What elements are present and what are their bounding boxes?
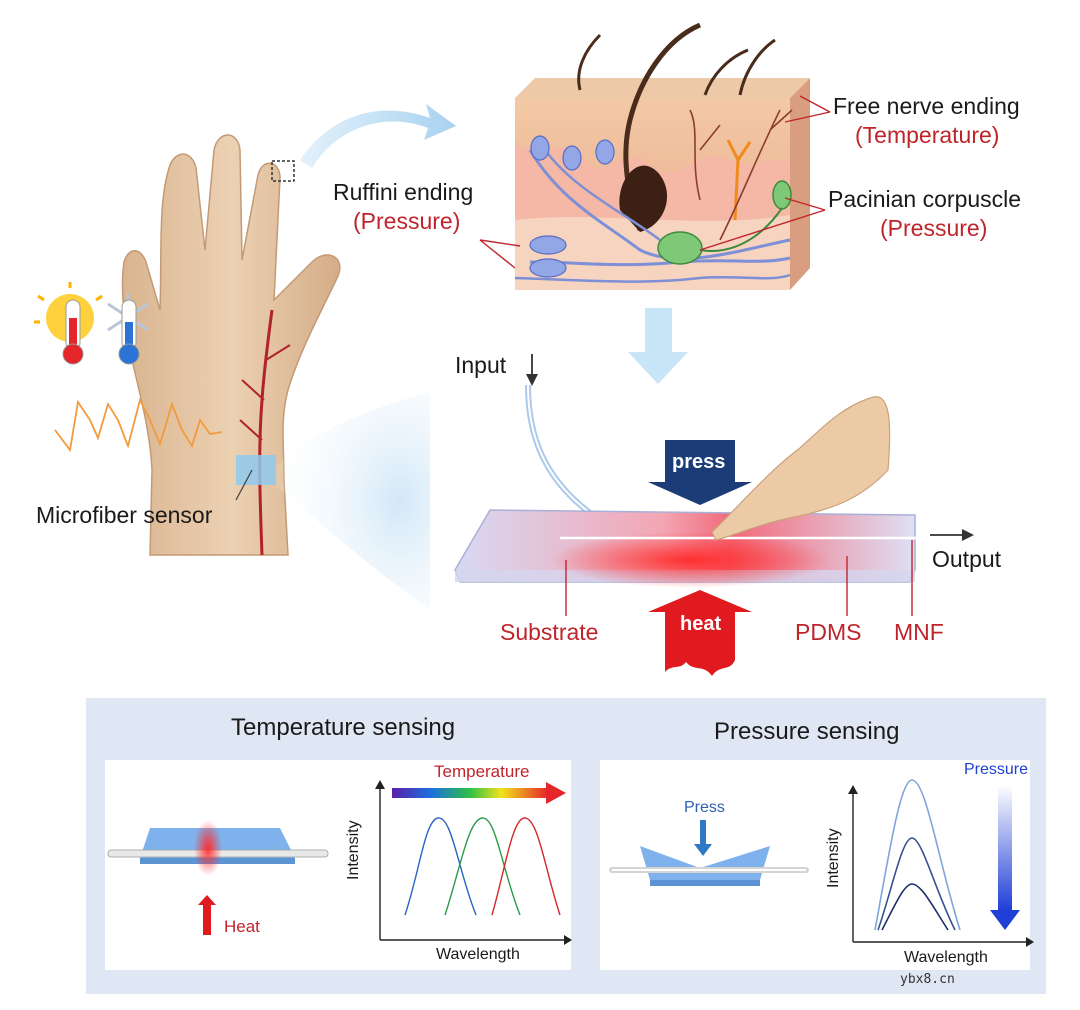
hand-illustration [121, 134, 341, 556]
zoom-arrow [300, 104, 456, 168]
temperature-arrow-label: Temperature [434, 762, 530, 781]
press-arrow-icon [648, 440, 752, 505]
cold-thermometer-icon [107, 294, 149, 365]
finger-illustration [711, 396, 891, 541]
heat-label: heat [680, 613, 722, 635]
pressure-xlabel: Wavelength [904, 949, 988, 966]
heat-arrow-icon [648, 590, 752, 676]
press-small-label: Press [684, 799, 725, 816]
pressure-arrow-label: Pressure [964, 761, 1029, 778]
free-nerve-ending-label: Free nerve ending [833, 93, 1020, 119]
signal-waveform [54, 397, 223, 453]
pacinian-corpuscle-label: Pacinian corpuscle [828, 186, 1022, 212]
free-nerve-ending-sublabel: (Temperature) [855, 122, 1000, 148]
pacinian-corpuscle-sublabel: (Pressure) [880, 215, 988, 241]
substrate-label: Substrate [500, 619, 599, 645]
mnf-device [454, 354, 974, 588]
microfiber-sensor-label: Microfiber sensor [36, 502, 213, 528]
temperature-xlabel: Wavelength [436, 946, 520, 963]
temperature-slab [107, 820, 329, 935]
input-label: Input [455, 352, 507, 378]
sensor-zoom-beam [276, 392, 430, 610]
temperature-ylabel: Intensity [345, 820, 362, 880]
pressure-chart [848, 779, 1034, 947]
pressure-sensing-title: Pressure sensing [714, 718, 900, 745]
skin-cross-section [514, 22, 810, 290]
ruffini-ending-sublabel: (Pressure) [353, 208, 461, 234]
temperature-chart [375, 780, 572, 945]
temperature-sensing-title: Temperature sensing [231, 714, 456, 741]
pressure-ylabel: Intensity [825, 828, 842, 888]
mnf-label: MNF [894, 619, 944, 645]
watermark-text: ybx8.cn [900, 972, 955, 987]
pdms-label: PDMS [795, 619, 862, 645]
skin-to-device-arrow [628, 308, 688, 384]
output-label: Output [932, 546, 1002, 572]
pressure-slab [609, 820, 809, 886]
heat-small-label: Heat [224, 917, 260, 936]
press-label: press [672, 451, 726, 473]
ruffini-ending-label: Ruffini ending [333, 179, 474, 205]
hot-thermometer-icon [34, 282, 103, 365]
device-leader-lines [565, 540, 913, 616]
skin-leader-lines [479, 95, 831, 269]
